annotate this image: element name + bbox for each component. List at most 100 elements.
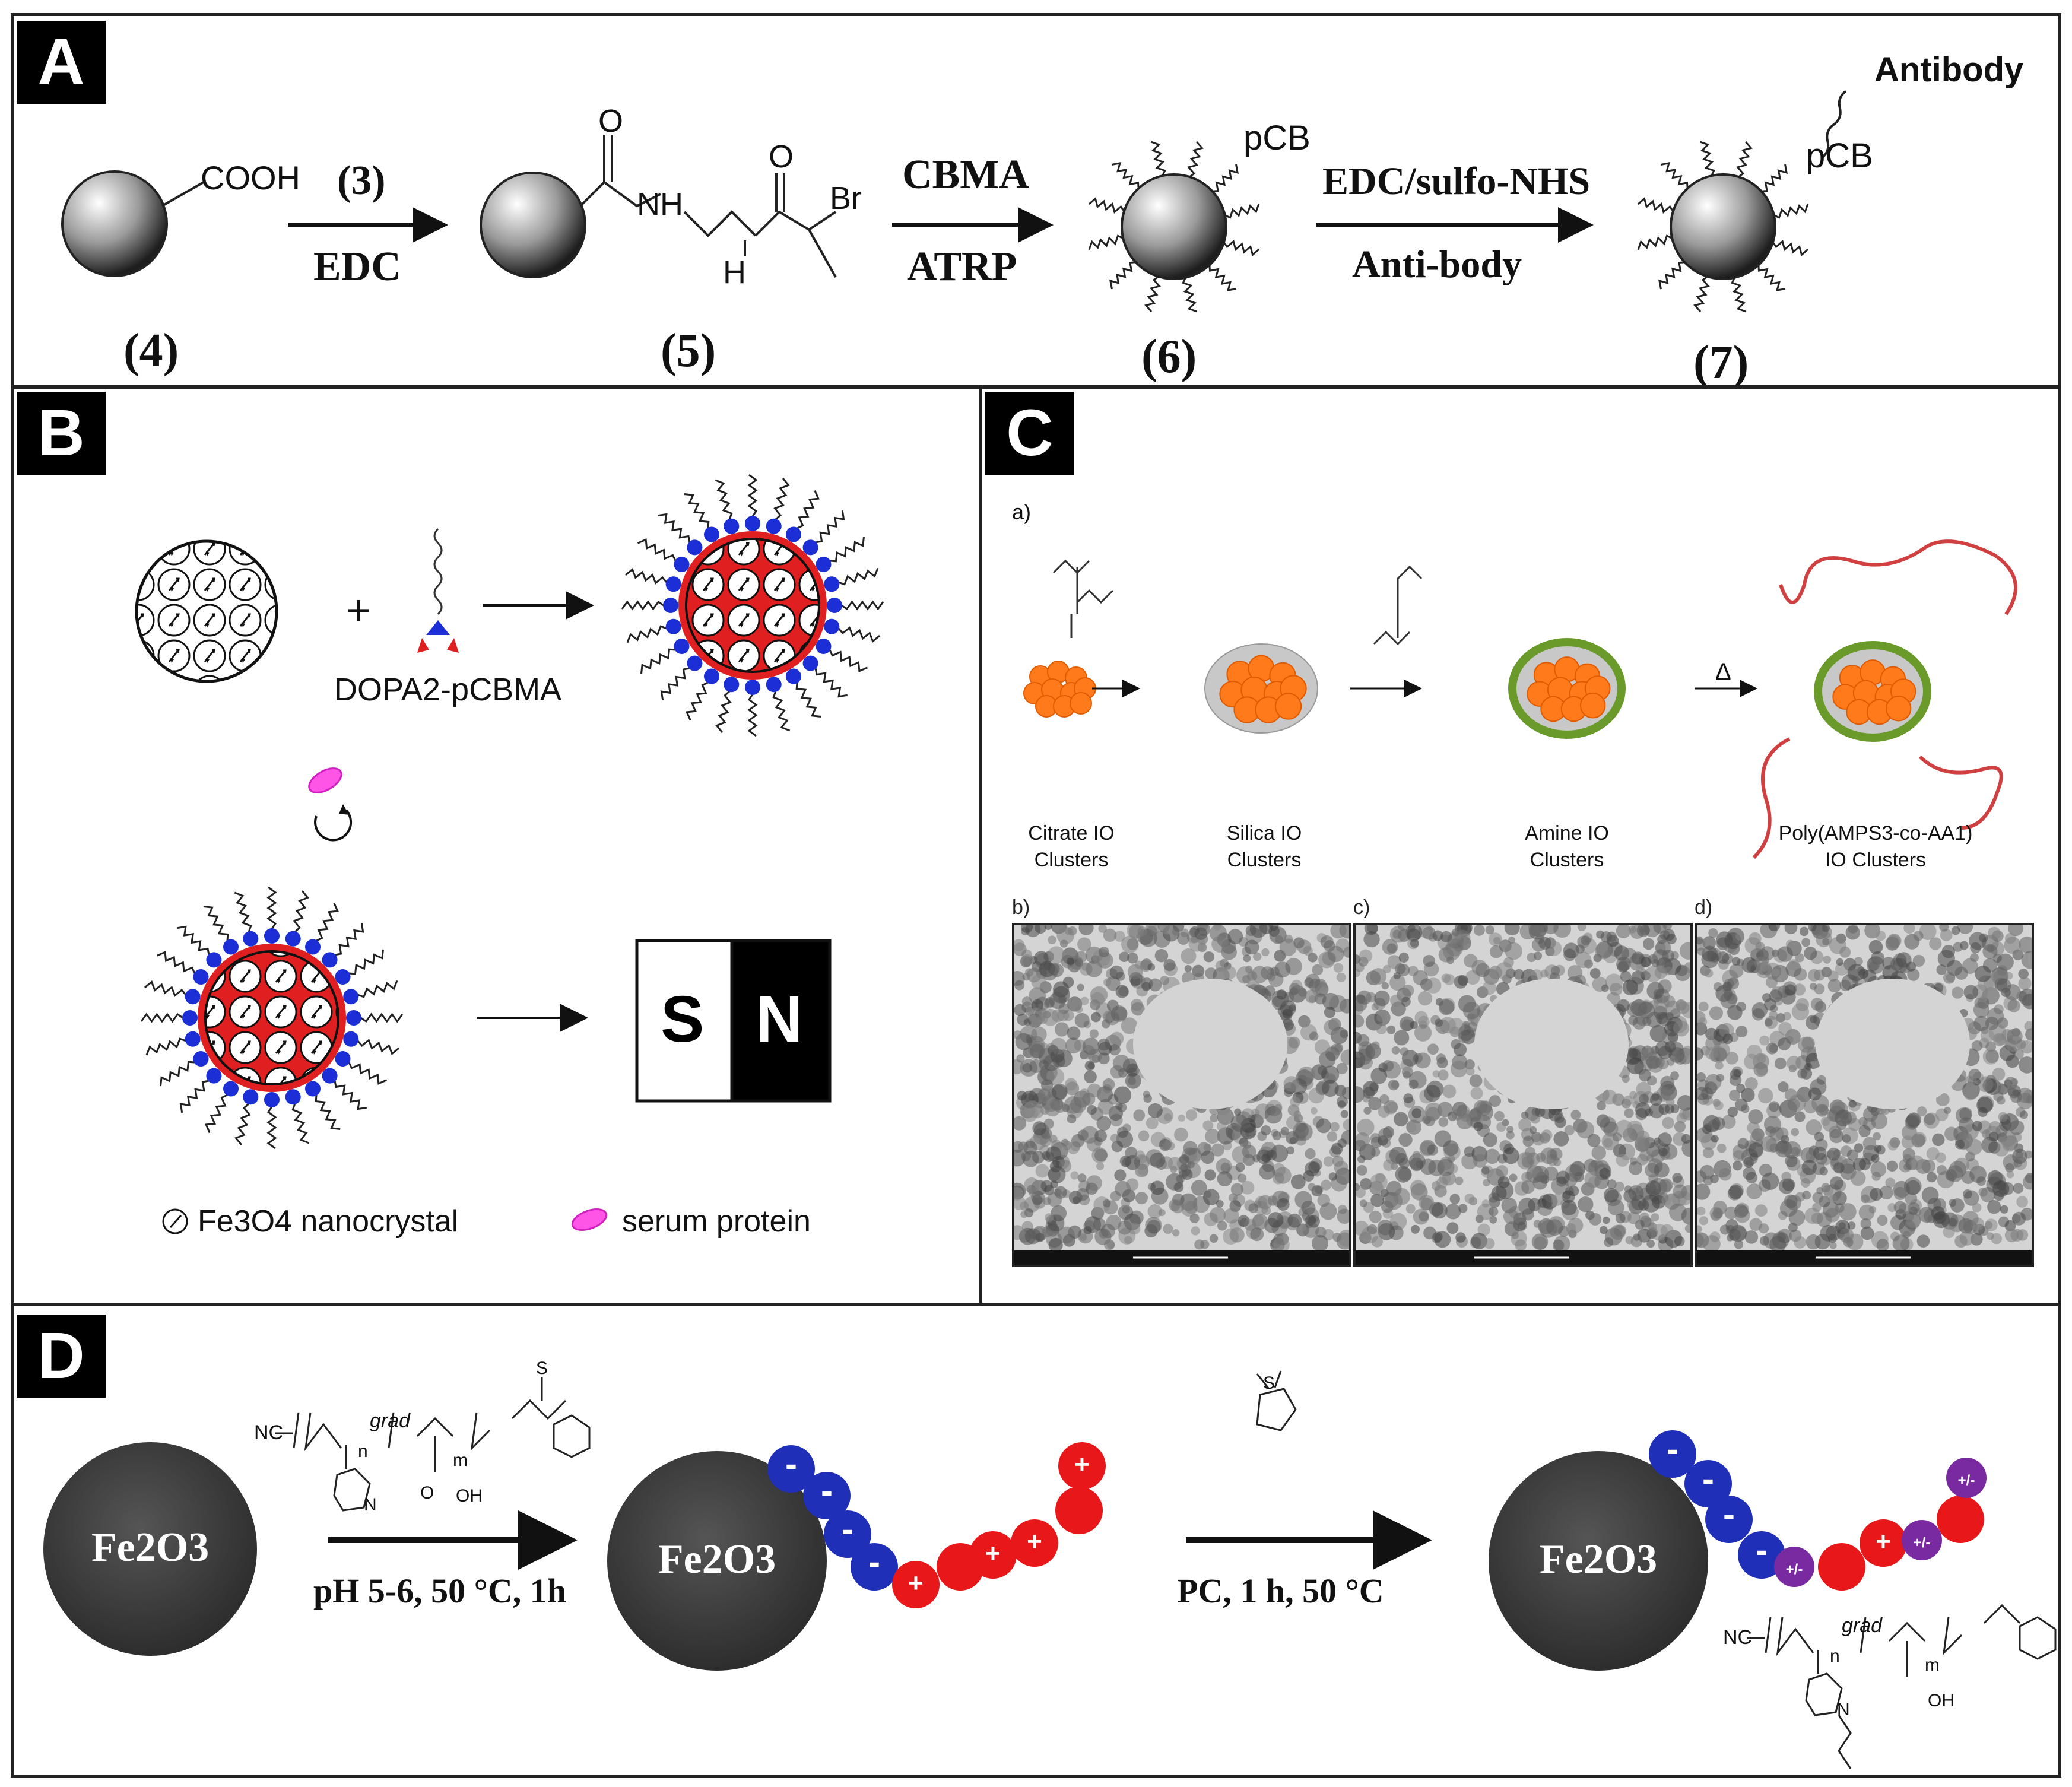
tem-particle: [1399, 1016, 1414, 1031]
tem-particle: [1386, 1025, 1396, 1034]
tem-particle: [1213, 925, 1222, 931]
tem-particle: [1370, 1173, 1388, 1191]
tem-particle: [1529, 1126, 1537, 1134]
tem-particle: [1253, 952, 1262, 961]
tem-particle: [1982, 944, 1998, 959]
tem-particle: [1337, 1100, 1346, 1109]
tem-particle: [1769, 1101, 1780, 1112]
tem-particle: [1764, 1018, 1773, 1027]
pcbma-brush: [145, 1037, 186, 1056]
tem-particle: [1810, 998, 1824, 1011]
stage-label-2: Silica IO Clusters: [1227, 822, 1302, 871]
tem-particle: [1327, 945, 1344, 963]
tem-particle: [2005, 932, 2016, 944]
tem-particle: [1839, 1228, 1854, 1243]
tem-particle: [1784, 1194, 1798, 1208]
tem-particle: [1047, 1045, 1059, 1056]
pcbma-brush: [795, 682, 821, 718]
tem-particle: [1670, 1104, 1680, 1113]
tem-particle: [1473, 925, 1485, 936]
tem-particle: [1944, 1126, 1959, 1141]
tem-particle: [1022, 958, 1031, 967]
tem-particle: [1235, 1162, 1245, 1172]
tem-particle: [1996, 1096, 2006, 1105]
tem-particle: [1909, 1206, 1918, 1215]
tem-particle: [1450, 1061, 1468, 1078]
tem-particle: [1907, 968, 1920, 981]
tem-particle: [1099, 947, 1109, 958]
tem-particle: [1481, 1166, 1490, 1175]
tem-particle: [1808, 1087, 1822, 1101]
tem-particle: [1673, 1184, 1687, 1199]
tem-particle: [1614, 1182, 1624, 1192]
tem-particle: [1756, 1064, 1768, 1075]
tem-particle: [1471, 960, 1487, 976]
tem-particle: [1521, 1172, 1532, 1183]
tem-particle: [1801, 1160, 1817, 1175]
tem-particle: [2009, 1120, 2025, 1135]
tem-particle: [1736, 1001, 1746, 1012]
tem-particle: [1735, 1026, 1748, 1038]
tem-particle: [1014, 1225, 1025, 1240]
tem-particle: [1661, 1195, 1671, 1205]
tem-particle: [1376, 1023, 1387, 1034]
tem-particle: [1825, 1207, 1840, 1223]
tem-particle: [1711, 1135, 1719, 1143]
tem-particle: [1408, 1153, 1426, 1170]
tem-particle: [1084, 1070, 1097, 1084]
tem-particle: [1814, 1132, 1824, 1142]
tem-particle: [1210, 1114, 1219, 1123]
pcbma-brush: [715, 479, 733, 520]
polymer-bead-chain-2: ----+/-++/-+/-: [1649, 1429, 1987, 1591]
tem-particle: [1666, 934, 1677, 945]
tem-particle: [1730, 1224, 1747, 1242]
tem-particle: [1989, 1121, 2001, 1133]
panel-a-scheme: COOH (4) (3) EDC O NH H O Br (5) CBMA AT…: [61, 50, 2023, 385]
tem-particle: [1038, 1085, 1056, 1104]
pcb-brush: [1111, 161, 1140, 189]
bead-charge: -: [1667, 1429, 1678, 1469]
tem-particle: [1835, 962, 1849, 976]
tem-particle: [1785, 1154, 1798, 1167]
tem-particle: [1943, 972, 1956, 984]
dopa-anchor: [824, 576, 840, 592]
tem-particle: [1438, 1069, 1449, 1081]
tem-particle: [1552, 1239, 1565, 1251]
dopa-anchor: [704, 526, 719, 542]
tem-particle: [1081, 1126, 1099, 1144]
pcbma-brush: [234, 1103, 251, 1146]
tem-particle: [1963, 985, 1979, 1000]
tem-particle: [1119, 951, 1129, 963]
tem-particle: [1178, 1114, 1185, 1122]
tem-particle: [1110, 1005, 1128, 1022]
pcbma-brush: [747, 694, 758, 737]
tem-particle: [1122, 1123, 1131, 1133]
tem-particle: [1180, 928, 1189, 937]
tem-particle: [1949, 1218, 1957, 1227]
tem-particle: [1639, 1149, 1652, 1161]
tem-particle: [1782, 1178, 1795, 1191]
tem-particle: [1713, 1042, 1730, 1059]
svg-text:Citrate IO: Citrate IO: [1028, 822, 1114, 845]
pcb-brush: [1735, 141, 1753, 178]
tem-particle: [1646, 1239, 1655, 1248]
tem-particle: [1905, 1192, 1918, 1205]
tem-particle: [1809, 982, 1817, 991]
tem-particle: [1761, 1172, 1779, 1191]
tem-particle: [1823, 956, 1832, 964]
tem-particle: [1458, 1030, 1471, 1044]
tem-particle: [1097, 1099, 1114, 1115]
tem-particle: [1419, 1195, 1435, 1211]
br-label: Br: [830, 180, 862, 216]
tem-particle: [1143, 1090, 1150, 1098]
tem-particle: [1077, 983, 1084, 991]
pcb-brush: [1773, 203, 1809, 219]
tem-particle: [1135, 1192, 1148, 1205]
tem-particle: [1654, 1162, 1670, 1178]
tem-particle: [1496, 1122, 1506, 1132]
tem-particle: [1076, 1188, 1089, 1201]
s-label-1: S: [536, 1358, 548, 1378]
tem-particle: [1589, 968, 1601, 979]
tem-particle: [1215, 960, 1227, 972]
tem-particle: [1204, 1191, 1211, 1198]
